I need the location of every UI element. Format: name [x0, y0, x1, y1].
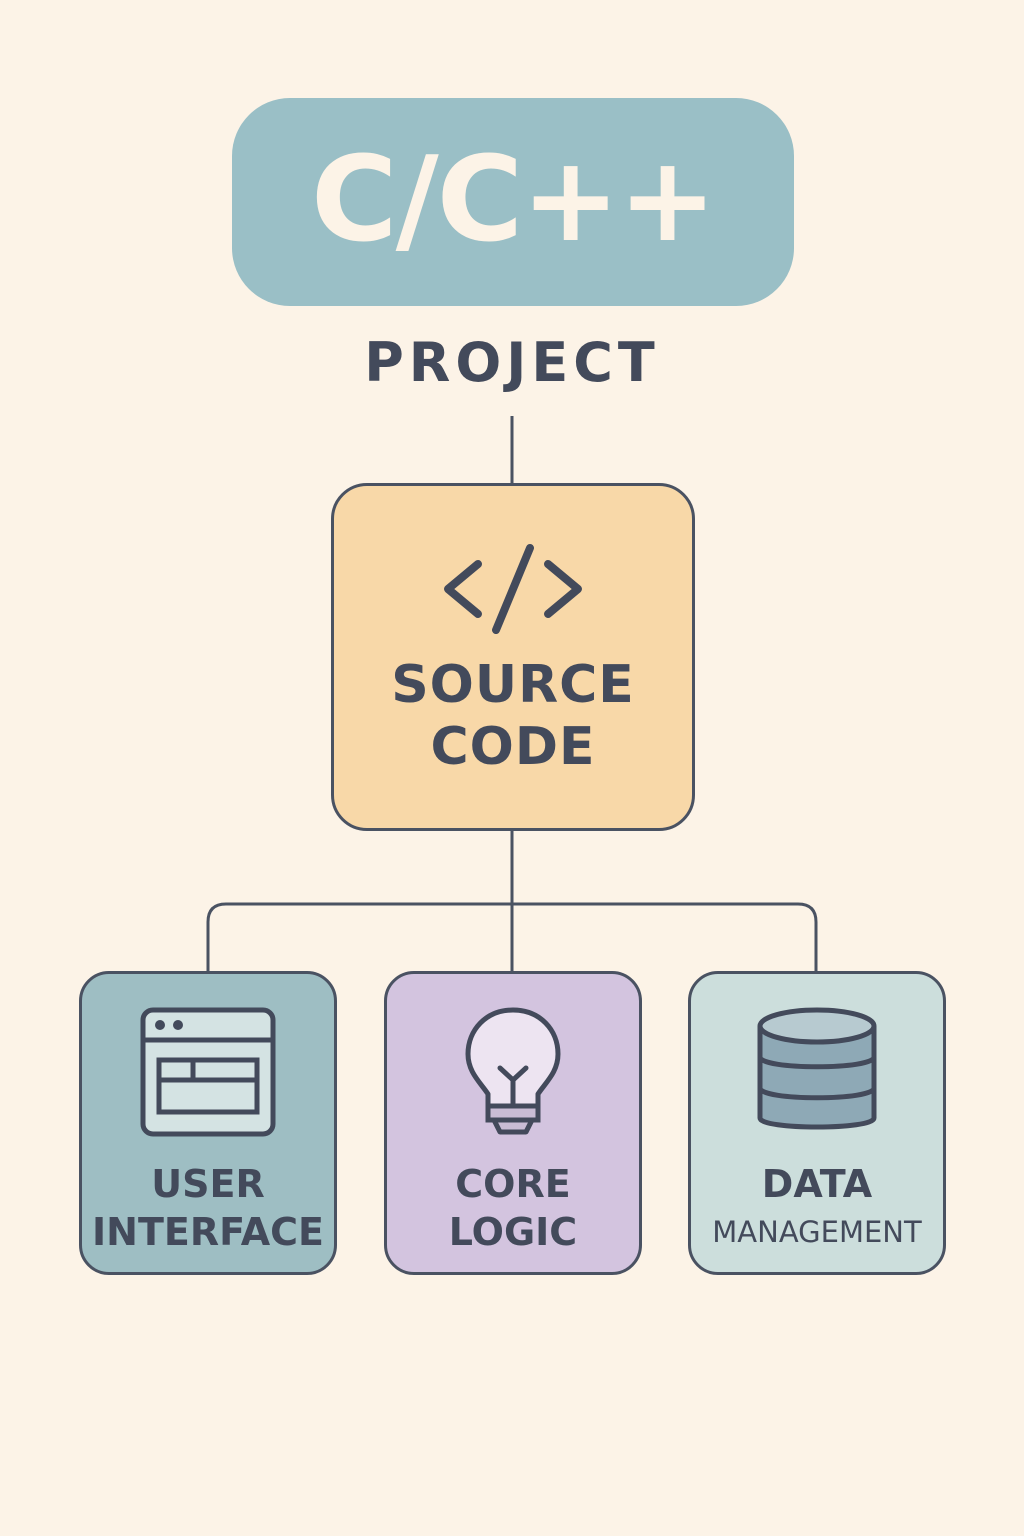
user-interface-label-line2: INTERFACE	[92, 1210, 324, 1254]
lightbulb-icon	[465, 1007, 561, 1135]
source-code-node: SOURCE CODE	[331, 483, 695, 831]
source-code-label-line2: CODE	[430, 717, 596, 777]
connector-branch	[206, 902, 818, 971]
title-text: C/C++	[310, 130, 717, 268]
database-icon	[757, 1007, 877, 1130]
data-management-label: DATA MANAGEMENT	[712, 1160, 921, 1256]
core-logic-label: CORE LOGIC	[449, 1160, 577, 1256]
subtitle-text: PROJECT	[364, 331, 660, 394]
data-management-label-line1: DATA	[761, 1162, 873, 1206]
title-banner: C/C++	[232, 98, 794, 306]
data-management-label-line2: MANAGEMENT	[712, 1215, 922, 1249]
user-interface-label-line1: USER	[151, 1162, 265, 1206]
browser-window-icon	[140, 1007, 276, 1137]
core-logic-node: CORE LOGIC	[384, 971, 642, 1275]
data-management-node: DATA MANAGEMENT	[688, 971, 946, 1275]
user-interface-label: USER INTERFACE	[92, 1160, 324, 1256]
core-logic-label-line1: CORE	[455, 1162, 571, 1206]
user-interface-node: USER INTERFACE	[79, 971, 337, 1275]
code-brackets-icon	[444, 544, 582, 634]
source-code-label-line1: SOURCE	[391, 655, 635, 715]
core-logic-label-line2: LOGIC	[448, 1210, 578, 1254]
source-code-label: SOURCE CODE	[391, 654, 635, 778]
